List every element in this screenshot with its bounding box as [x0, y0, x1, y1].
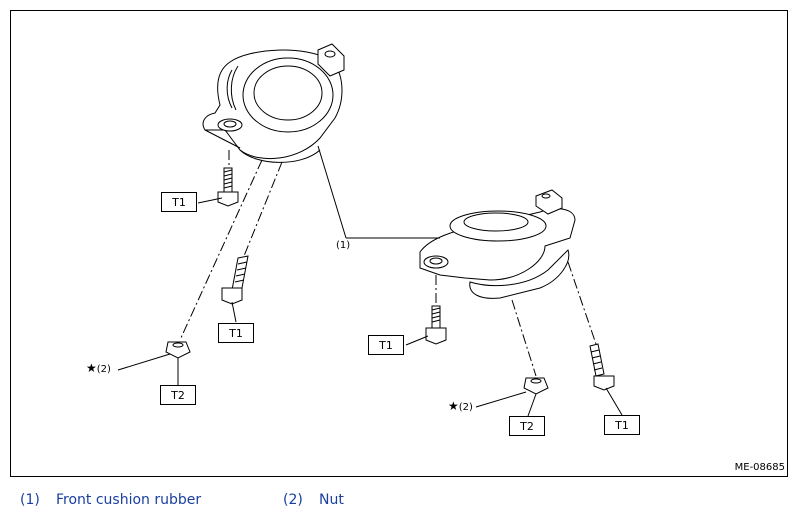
- figure-id: ME-08685: [734, 462, 785, 473]
- legend-item1-number: (1): [20, 492, 40, 508]
- torque-label-t1-upper-left: T1: [161, 192, 197, 212]
- left-fasteners: [165, 167, 249, 359]
- callout-nut-left-label: (2): [96, 364, 111, 375]
- torque-label-t2-right: T2: [509, 416, 545, 436]
- left-cushion-rubber: [202, 43, 345, 163]
- torque-label-t2-left: T2: [160, 385, 196, 405]
- torque-label-t1-right: T1: [604, 415, 640, 435]
- legend-item2-number: (2): [283, 492, 303, 508]
- torque-label-t1-middle: T1: [368, 335, 404, 355]
- legend: (1) Front cushion rubber (2) Nut: [20, 492, 344, 508]
- star-icon: ★: [448, 399, 459, 413]
- right-cushion-rubber: [419, 189, 576, 299]
- torque-label-t1-lower-left: T1: [218, 323, 254, 343]
- right-fasteners: [425, 305, 615, 395]
- star-icon: ★: [86, 361, 97, 375]
- callout-nut-right: ★(2): [448, 399, 473, 413]
- callout-nut-right-label: (2): [458, 402, 473, 413]
- alignment-lines: [179, 150, 597, 377]
- callout-front-cushion-rubber: (1): [336, 240, 351, 251]
- diagram-frame: [10, 10, 788, 477]
- callout-nut-left: ★(2): [86, 361, 111, 375]
- legend-item2-text: Nut: [319, 492, 344, 508]
- leader-lines: [117, 145, 623, 417]
- legend-item1-text: Front cushion rubber: [56, 492, 202, 508]
